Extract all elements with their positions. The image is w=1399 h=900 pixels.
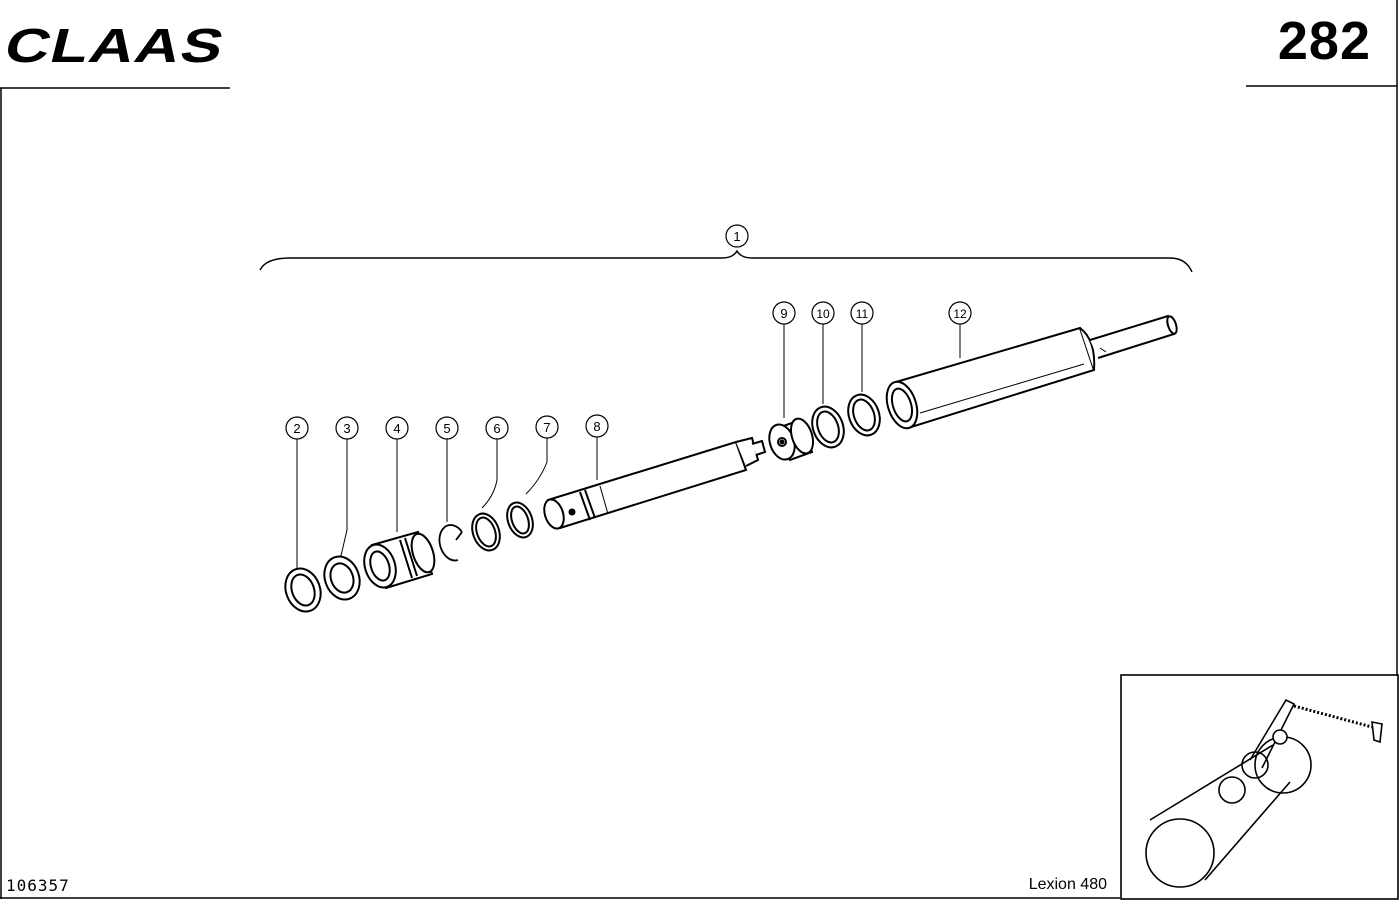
callout-12: 12 bbox=[948, 301, 972, 325]
part-3-ring bbox=[323, 555, 361, 601]
callout-label: 3 bbox=[343, 421, 350, 436]
callout-label: 7 bbox=[543, 420, 550, 435]
part-7-oring bbox=[506, 501, 534, 539]
callouts: 1 2 3 4 5 6 7 8 9 10 11 12 bbox=[285, 224, 972, 440]
callout-3: 3 bbox=[335, 416, 359, 440]
callout-1: 1 bbox=[725, 224, 749, 248]
callout-label: 9 bbox=[780, 306, 787, 321]
part-4-bushing bbox=[363, 530, 436, 590]
inset-thumbnail bbox=[1120, 674, 1399, 900]
model-label: Lexion 480 bbox=[1028, 876, 1107, 893]
callout-6: 6 bbox=[485, 416, 509, 440]
svg-text:CLAAS: CLAAS bbox=[0, 20, 231, 73]
callout-label: 2 bbox=[293, 421, 300, 436]
callout-2: 2 bbox=[285, 416, 309, 440]
callout-5: 5 bbox=[435, 416, 459, 440]
callout-label: 5 bbox=[443, 421, 450, 436]
page-number: 282 bbox=[1277, 11, 1371, 71]
callout-4: 4 bbox=[385, 416, 409, 440]
callout-label: 12 bbox=[953, 307, 967, 321]
drawing-number: 106357 bbox=[6, 876, 70, 895]
part-12-cylinder bbox=[885, 314, 1178, 430]
callout-label: 6 bbox=[493, 421, 500, 436]
callout-label: 10 bbox=[816, 307, 830, 321]
part-9-piston bbox=[768, 417, 815, 462]
callout-11: 11 bbox=[850, 301, 874, 325]
assembly-bracket bbox=[259, 249, 1193, 273]
callout-label: 8 bbox=[593, 419, 600, 434]
callout-9: 9 bbox=[772, 301, 796, 325]
callout-10: 10 bbox=[811, 301, 835, 325]
leader-lines bbox=[296, 324, 961, 568]
part-8-piston-rod bbox=[543, 436, 767, 530]
callout-8: 8 bbox=[585, 414, 609, 438]
part-10-ring bbox=[811, 405, 845, 449]
callout-label: 1 bbox=[733, 229, 740, 244]
callout-label: 11 bbox=[856, 307, 869, 321]
callout-7: 7 bbox=[535, 415, 559, 439]
part-11-ring bbox=[847, 393, 881, 437]
part-2-ring bbox=[284, 567, 322, 613]
part-5-circlip bbox=[438, 524, 463, 562]
claas-logo: CLAAS bbox=[0, 20, 231, 73]
callout-label: 4 bbox=[393, 421, 400, 436]
part-6-ring bbox=[471, 512, 501, 552]
